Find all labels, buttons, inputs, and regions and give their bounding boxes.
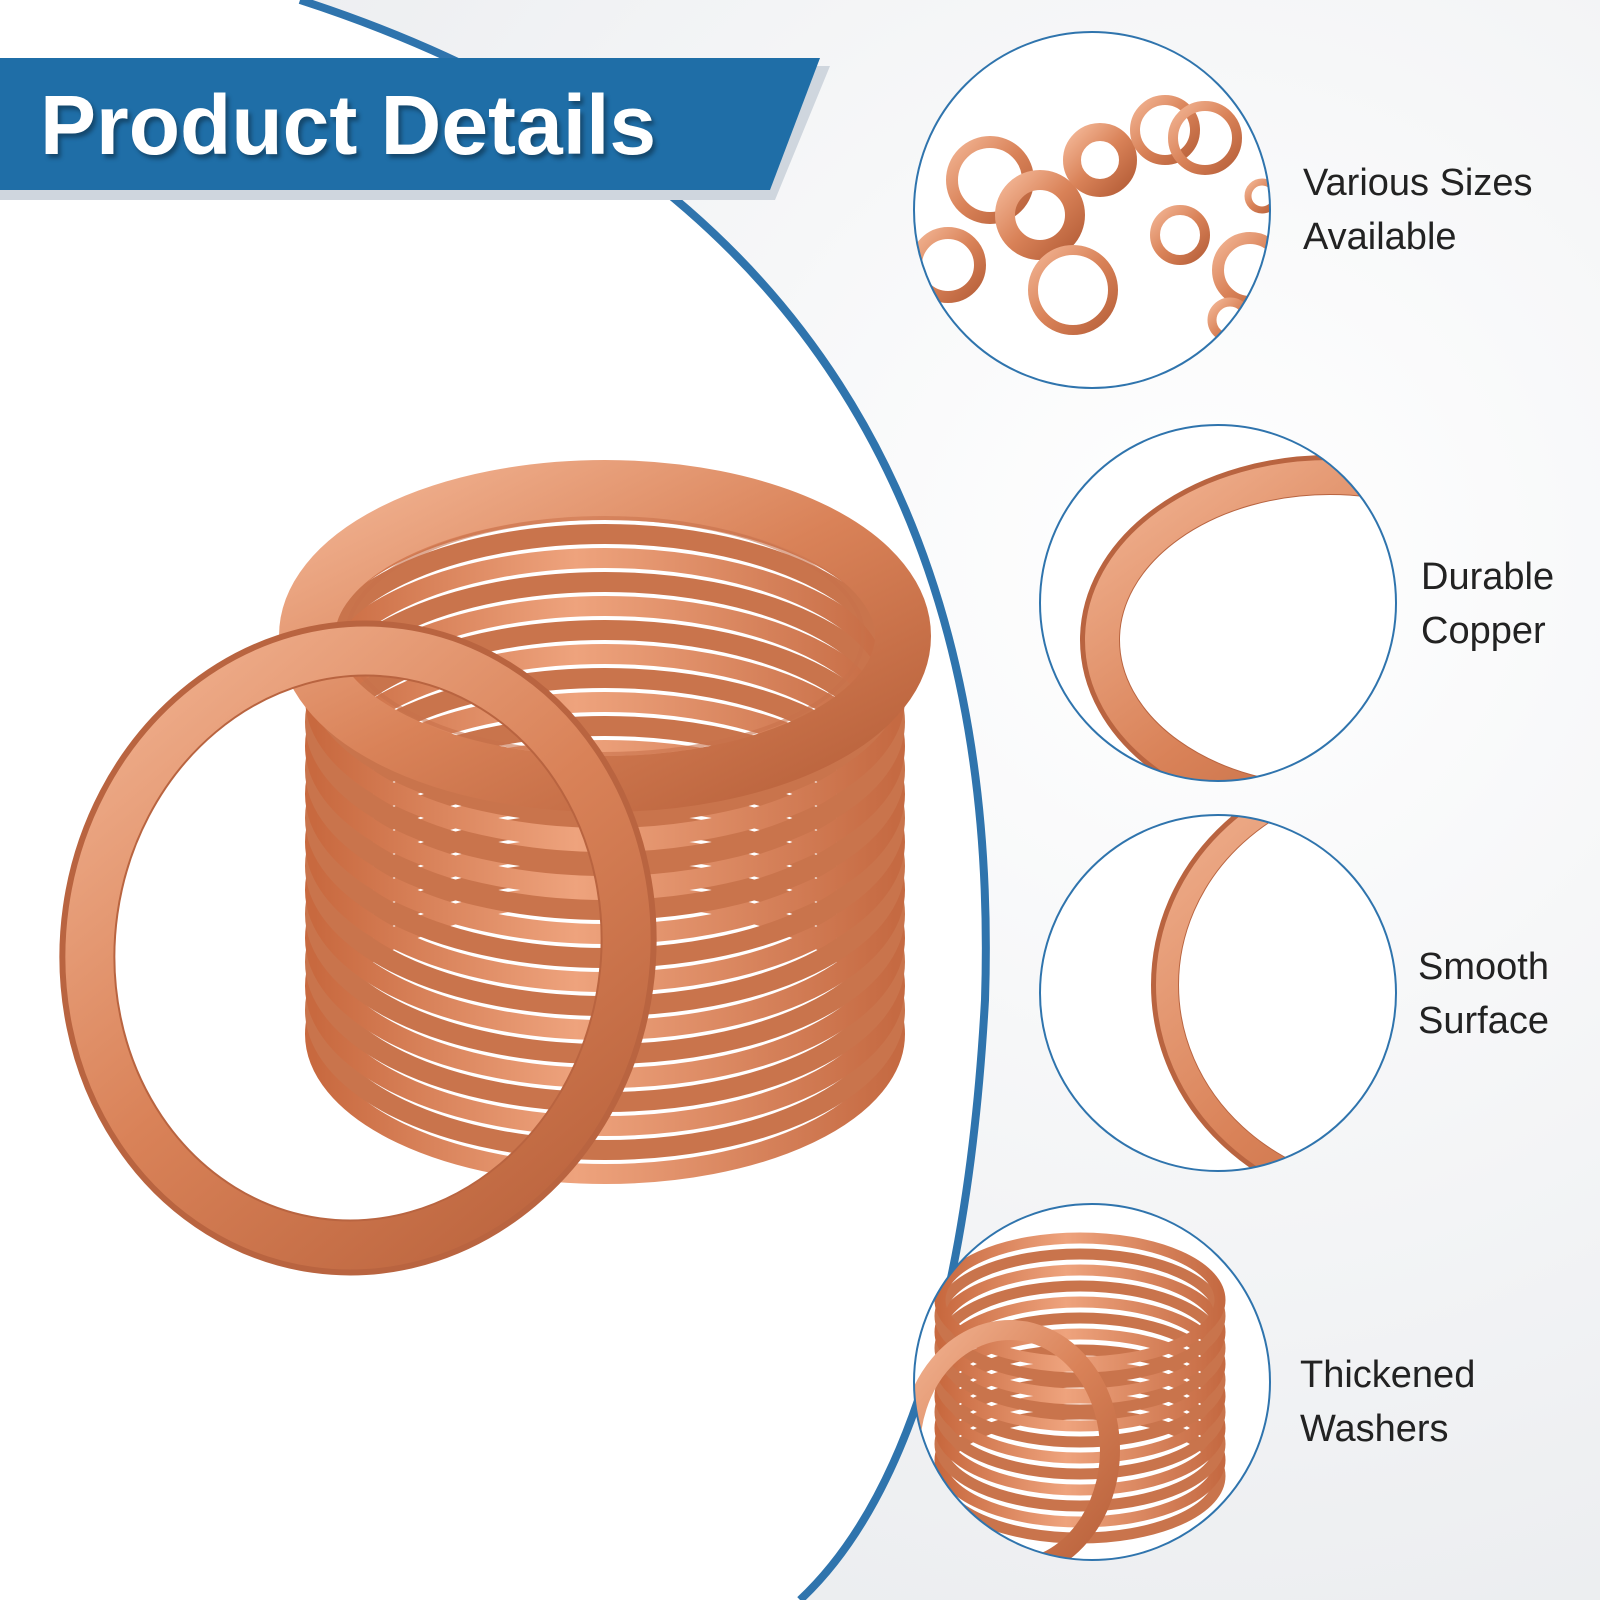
banner-title: Product Details xyxy=(40,78,657,172)
washer-front xyxy=(59,620,657,1276)
detail-circle-copper xyxy=(1039,424,1397,782)
feature-line: Various Sizes xyxy=(1303,162,1533,204)
feature-label-sizes: Various Sizes Available xyxy=(1303,156,1533,264)
feature-line: Washers xyxy=(1300,1408,1449,1450)
detail-circle-thickened xyxy=(913,1203,1271,1561)
feature-line: Surface xyxy=(1418,1000,1549,1042)
feature-line: Available xyxy=(1303,216,1457,258)
feature-line: Smooth xyxy=(1418,946,1549,988)
banner-ribbon xyxy=(0,58,820,190)
feature-line: Thickened xyxy=(1300,1354,1476,1396)
feature-label-copper: Durable Copper xyxy=(1421,550,1554,658)
detail-circle-surface xyxy=(1039,814,1397,1172)
feature-label-thickened: Thickened Washers xyxy=(1300,1348,1475,1456)
washer-front-mini xyxy=(914,1320,1120,1560)
detail-circle-sizes xyxy=(913,31,1271,389)
feature-line: Copper xyxy=(1421,610,1546,652)
feature-label-surface: Smooth Surface xyxy=(1418,940,1549,1048)
feature-line: Durable xyxy=(1421,556,1555,598)
